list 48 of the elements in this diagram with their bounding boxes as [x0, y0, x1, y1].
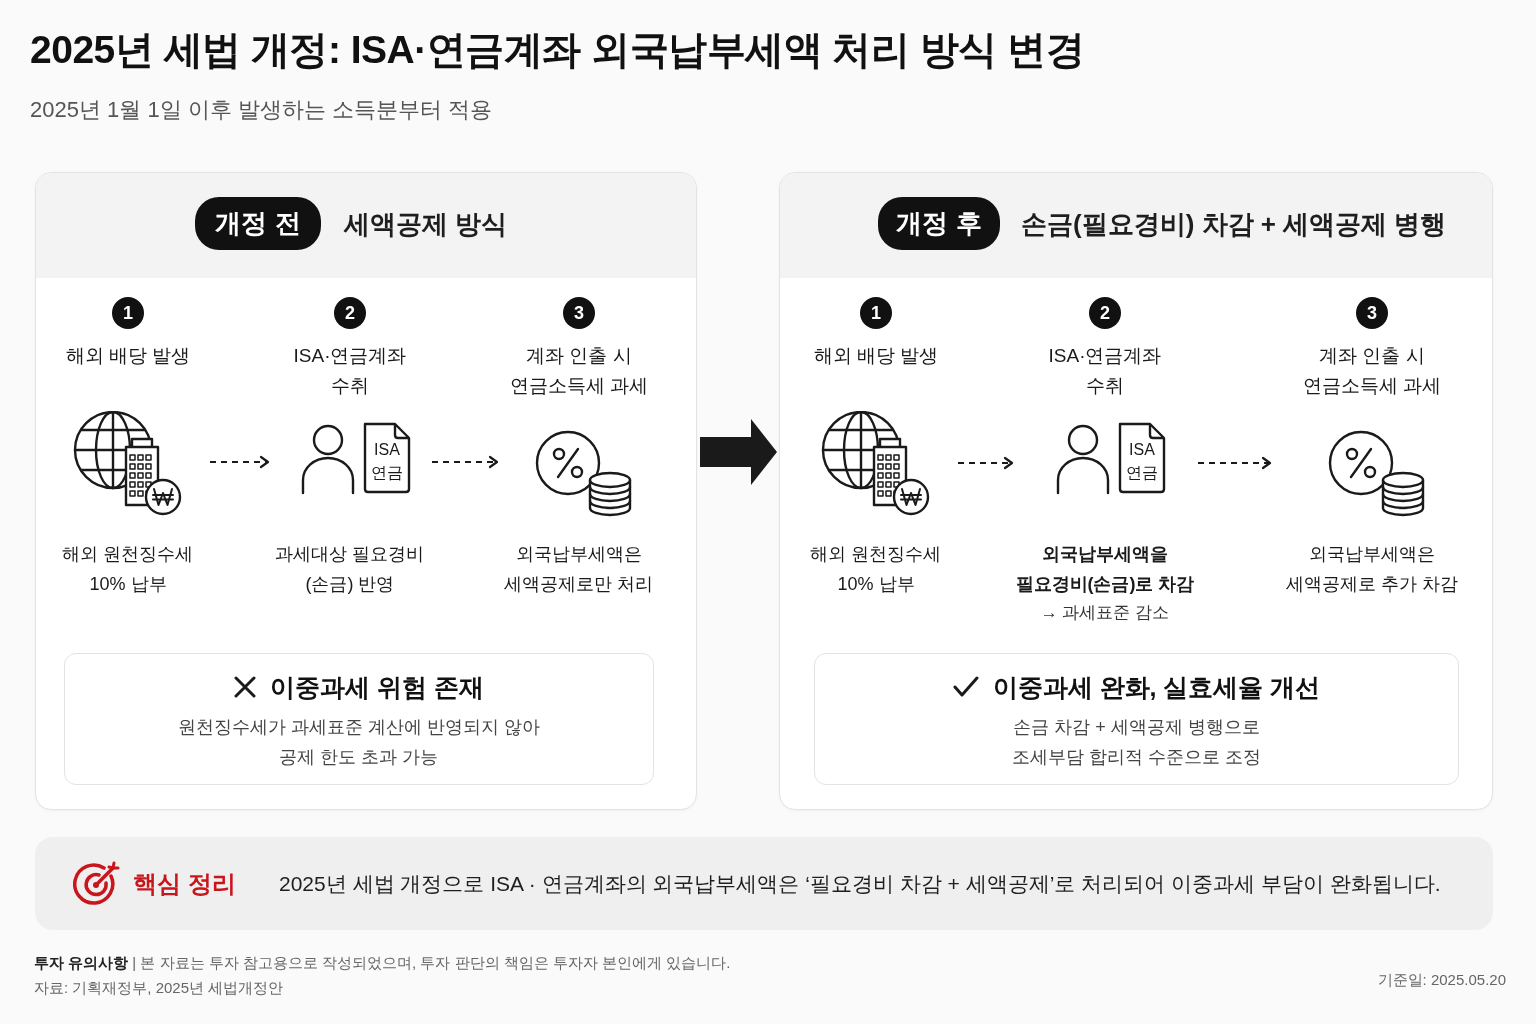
document-label: ISA [374, 440, 400, 460]
step-title: ISA·연금계좌 수취 [292, 344, 408, 398]
result-box [64, 653, 654, 785]
number-badge: 3 [563, 297, 595, 329]
step-title: 해외 배당 발생 [65, 344, 191, 368]
result-text: 원천징수세가 과세표준 계산에 반영되지 않아 공제 한도 초과 가능 [177, 716, 541, 769]
document-label: ISA [1129, 440, 1155, 460]
source-text: 자료: 기획재정부, 2025년 세법개정안 [34, 978, 284, 998]
step-text: 과세대상 필요경비 (손금) 반영 [274, 543, 426, 596]
number-badge: 1 [860, 297, 892, 329]
step-note: → 과세표준 감소 [1040, 602, 1170, 624]
step-text: 외국납부세액은 세액공제로만 처리 [503, 543, 655, 596]
step-title: ISA·연금계좌 수취 [1047, 344, 1163, 398]
number-badge: 2 [1089, 297, 1121, 329]
step-title: 해외 배당 발생 [813, 344, 939, 368]
step-text: 외국납부세액은 세액공제로 추가 차감 [1285, 543, 1459, 596]
document-label: 연금 [371, 463, 403, 483]
summary-band [35, 837, 1493, 930]
result-heading: 이중과세 위험 존재 [270, 672, 484, 703]
dashed-arrow [209, 455, 270, 469]
result-text: 손금 차감 + 세액공제 병행으로 조세부담 합리적 수준으로 조정 [1011, 716, 1262, 769]
number-badge: 1 [112, 297, 144, 329]
subtitle: 2025년 1월 1일 이후 발생하는 소득분부터 적용 [30, 96, 493, 124]
date-text: 기준일: 2025.05.20 [1377, 970, 1506, 990]
tag-pill: 개정 후 [878, 197, 1000, 250]
result-heading: 이중과세 완화, 실효세율 개선 [992, 672, 1321, 703]
summary-heading: 핵심 정리 [133, 869, 236, 899]
step-title: 계좌 인출 시 연금소득세 과세 [1301, 344, 1443, 398]
title: 2025년 세법 개정: ISA·연금계좌 외국납부세액 처리 방식 변경 [30, 27, 1085, 73]
step-text: 해외 원천징수세 10% 납부 [61, 543, 195, 596]
disclaimer-text: 투자 유의사항 | 본 자료는 투자 참고용으로 작성되었으며, 투자 판단의 책임은 투자자 본인에게 있습니다. [34, 953, 731, 973]
step-title: 계좌 인출 시 연금소득세 과세 [508, 344, 650, 398]
panel [779, 172, 1493, 810]
dashed-arrow [431, 455, 499, 469]
dashed-arrow [957, 456, 1014, 470]
step-text: 해외 원천징수세 10% 납부 [809, 543, 943, 596]
tag-pill: 개정 전 [195, 197, 321, 250]
dashed-arrow [1197, 456, 1272, 470]
panel-heading: 세액공제 방식 [344, 208, 508, 241]
document-label: 연금 [1126, 463, 1158, 483]
summary-text: 2025년 세법 개정으로 ISA · 연금계좌의 외국납부세액은 ‘필요경비 차감 + 세액공제’로 처리되어 이중과세 부담이 완화됩니다. [279, 871, 1441, 897]
step-text: 외국납부세액을 필요경비(손금)로 차감 [1014, 543, 1196, 596]
panel [35, 172, 697, 810]
number-badge: 2 [334, 297, 366, 329]
panel-heading: 손금(필요경비) 차감 + 세액공제 병행 [1021, 208, 1447, 241]
block-arrow [700, 419, 777, 485]
number-badge: 3 [1356, 297, 1388, 329]
result-box [814, 653, 1459, 785]
